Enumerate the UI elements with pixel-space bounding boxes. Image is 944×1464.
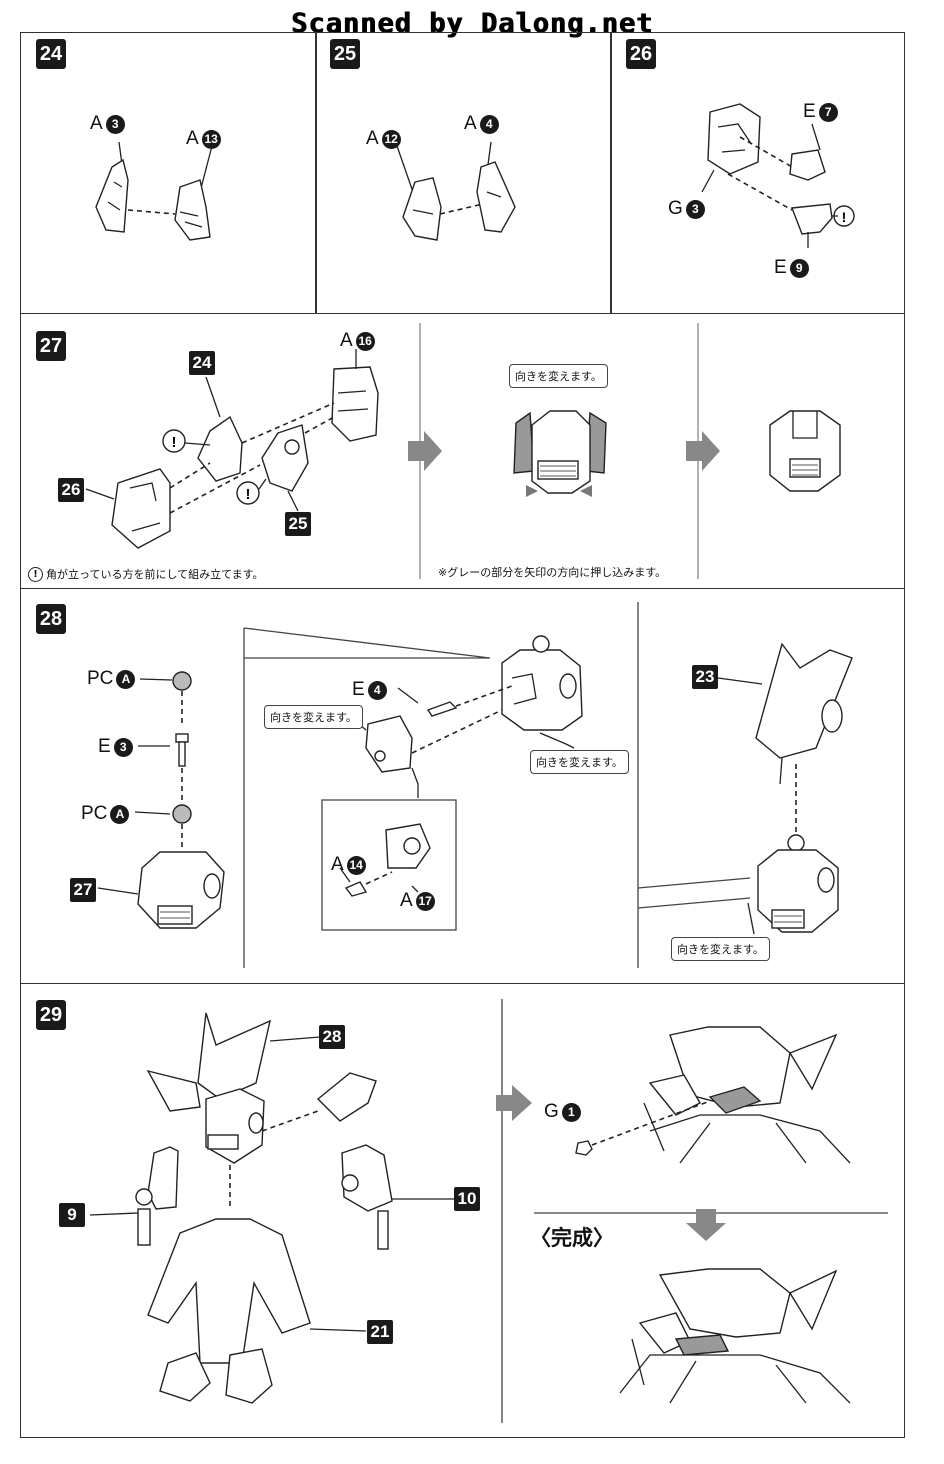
exclamation-circle-icon: ! bbox=[28, 566, 43, 582]
step-28-diagram bbox=[97, 602, 853, 968]
step-27-diagram: ! ! bbox=[85, 323, 841, 579]
step-number-27: 27 bbox=[36, 331, 66, 361]
scan-credit: Scanned by Dalong.net bbox=[290, 8, 654, 39]
ref-box-23: 23 bbox=[692, 665, 718, 689]
svg-text:!: ! bbox=[246, 486, 251, 503]
gray-part-note: ※グレーの部分を矢印の方向に押し込みます。 bbox=[438, 566, 667, 579]
turn-direction-callout-c: 向きを変えます。 bbox=[671, 937, 770, 961]
ref-box-27: 27 bbox=[70, 878, 96, 902]
svg-text:!: ! bbox=[172, 434, 177, 451]
ref-box-10: 10 bbox=[454, 1187, 480, 1211]
ref-box-24: 24 bbox=[189, 351, 215, 375]
step-26-diagram: ! bbox=[701, 103, 855, 248]
step-number-24: 24 bbox=[36, 39, 66, 69]
turn-direction-callout-a: 向きを変えます。 bbox=[264, 705, 363, 729]
corner-note: ! 角が立っている方を前にして組み立てます。 bbox=[28, 566, 263, 582]
step-24-diagram bbox=[95, 141, 213, 241]
ref-box-9: 9 bbox=[59, 1203, 85, 1227]
turn-direction-callout-b: 向きを変えます。 bbox=[530, 750, 629, 774]
step-number-26: 26 bbox=[626, 39, 656, 69]
step-number-25: 25 bbox=[330, 39, 360, 69]
svg-text:!: ! bbox=[842, 209, 847, 225]
ref-box-28: 28 bbox=[319, 1025, 345, 1049]
ref-box-21: 21 bbox=[367, 1320, 393, 1344]
ref-box-26: 26 bbox=[58, 478, 84, 502]
step-29-diagram bbox=[89, 999, 888, 1423]
turn-direction-callout: 向きを変えます。 bbox=[509, 364, 608, 388]
step-number-29: 29 bbox=[36, 1000, 66, 1030]
step-number-28: 28 bbox=[36, 604, 66, 634]
step-25-diagram bbox=[396, 141, 516, 241]
ref-box-25: 25 bbox=[285, 512, 311, 536]
complete-title: 〈完成〉 bbox=[530, 1226, 614, 1250]
step-29-panel bbox=[20, 983, 905, 1438]
